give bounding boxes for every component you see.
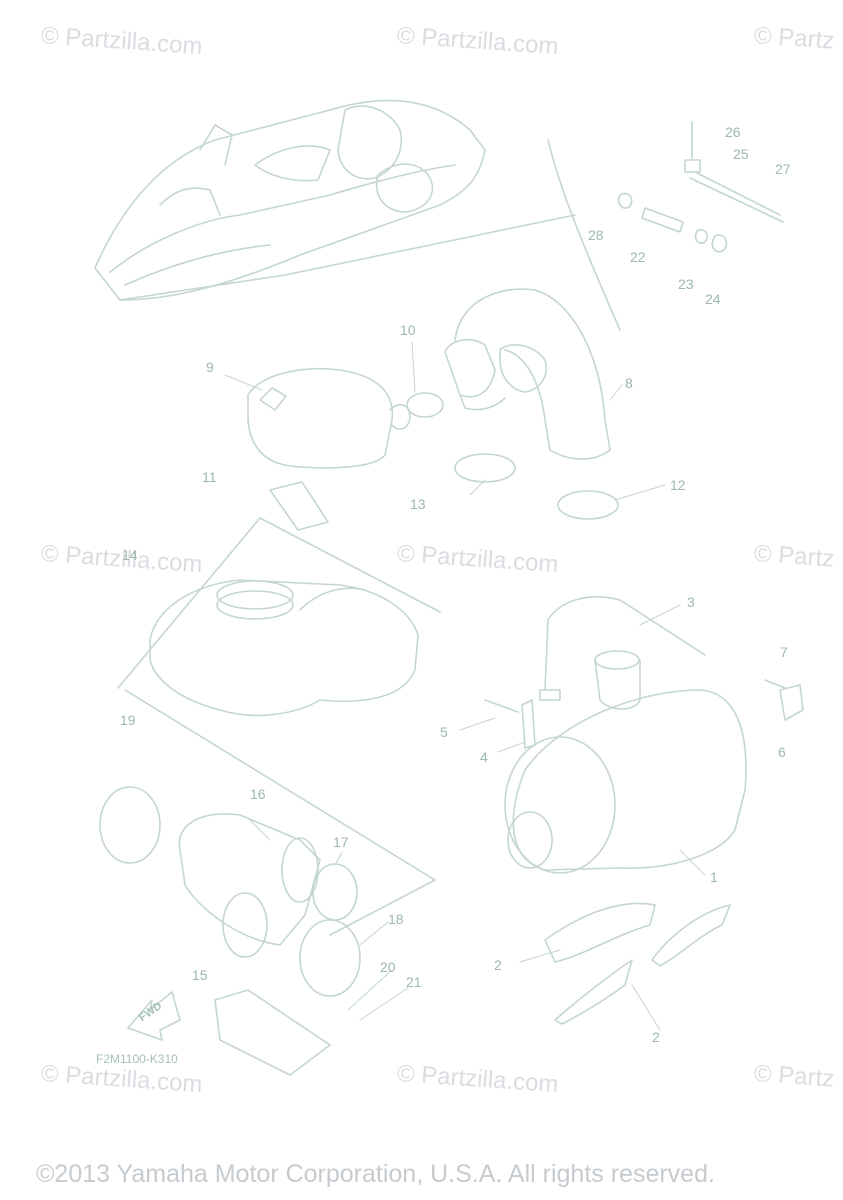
hose-fitting-hardware [617, 121, 784, 253]
silencer-box [247, 367, 411, 469]
muffler [504, 596, 747, 874]
callout-10: 10 [400, 322, 416, 338]
leader-lines [224, 341, 706, 1031]
callout-11: 11 [202, 469, 217, 485]
callout-20: 20 [380, 959, 396, 975]
fwd-arrow-icon [127, 991, 181, 1041]
copyright-notice: ©2013 Yamaha Motor Corporation, U.S.A. A… [36, 1160, 715, 1188]
callout-13: 13 [410, 496, 426, 512]
callout-27: 27 [775, 161, 791, 177]
hose-clamps [312, 392, 619, 921]
pad-11 [269, 481, 329, 531]
callout-4: 4 [480, 749, 488, 765]
callout-26: 26 [725, 124, 741, 140]
callout-12: 12 [670, 477, 686, 493]
intake-duct [99, 689, 436, 1076]
callout-21: 21 [406, 974, 422, 990]
callout-6: 6 [778, 744, 786, 760]
callout-24: 24 [705, 291, 721, 307]
bracket-parts [484, 679, 804, 749]
callout-22: 22 [630, 249, 646, 265]
callout-16: 16 [250, 786, 266, 802]
callout-15: 15 [192, 967, 208, 983]
resonator-chamber [117, 517, 441, 717]
watermark: © Partz [753, 22, 836, 55]
callout-23: 23 [678, 276, 694, 292]
callout-25: 25 [733, 146, 749, 162]
callout-19: 19 [120, 712, 136, 728]
callout-28: 28 [588, 227, 604, 243]
callout-18: 18 [388, 911, 404, 927]
callout-9: 9 [206, 359, 214, 375]
watercraft-overview [94, 99, 621, 331]
callout-14: 14 [122, 547, 138, 563]
watermark: © Partz [753, 1060, 836, 1093]
watermark: © Partz [753, 540, 836, 573]
callout-2: 2 [494, 957, 502, 973]
callout-1: 1 [710, 869, 718, 885]
duct-hose [444, 288, 611, 460]
callout-8: 8 [625, 375, 633, 391]
callout-7: 7 [780, 644, 788, 660]
pads-2 [544, 902, 731, 1025]
callout-2: 2 [652, 1029, 660, 1045]
diagram-code: F2M1100-K310 [96, 1052, 178, 1066]
callout-5: 5 [440, 724, 448, 740]
callout-3: 3 [687, 594, 695, 610]
callout-17: 17 [333, 834, 349, 850]
